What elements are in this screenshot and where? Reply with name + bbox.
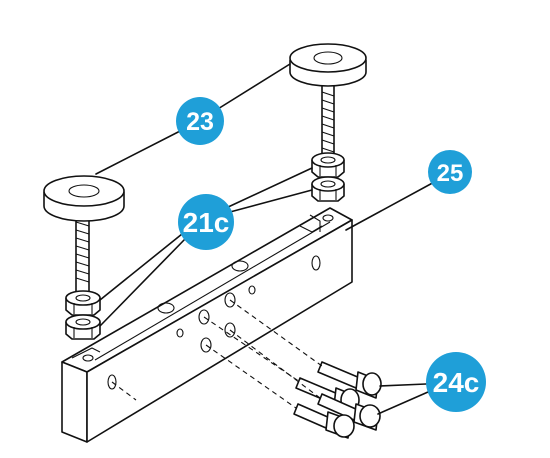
badge-21c-label: 21c — [183, 207, 230, 238]
badge-25: 25 — [428, 150, 472, 194]
right-washer — [289, 43, 367, 87]
badge-23-label: 23 — [186, 108, 214, 136]
badge-24c-label: 24c — [433, 367, 480, 398]
screw-axis-lines — [111, 299, 323, 409]
screw-4 — [293, 403, 355, 439]
left-nut-lower — [65, 314, 101, 340]
mounting-rail — [61, 207, 353, 443]
badge-21c: 21c — [178, 194, 234, 250]
screw-1 — [317, 361, 382, 399]
right-nut-lower — [311, 176, 345, 202]
screw-3 — [317, 393, 381, 431]
badge-23: 23 — [176, 97, 224, 145]
right-nut-upper — [311, 152, 345, 178]
left-stud — [75, 209, 90, 297]
badge-24c: 24c — [426, 352, 486, 412]
badge-25-label: 25 — [437, 160, 464, 187]
rail-holes — [82, 214, 334, 390]
left-nut-upper — [65, 290, 101, 316]
left-washer — [43, 175, 125, 222]
leader-lines — [95, 63, 439, 415]
